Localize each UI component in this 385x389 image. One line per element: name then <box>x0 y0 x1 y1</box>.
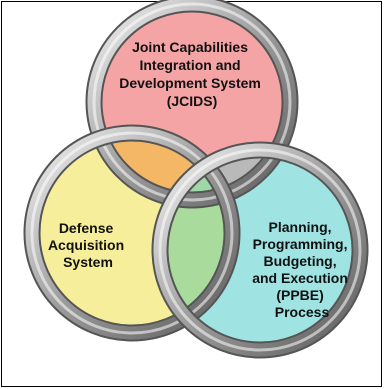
label-ppbe: Planning, Programming, Budgeting, and Ex… <box>252 219 352 320</box>
label-jcids-line: Development System <box>119 75 261 91</box>
label-jcids-line: Integration and <box>139 57 240 73</box>
label-ppbe-line: Programming, <box>253 236 348 252</box>
label-ppbe-line: Planning, <box>269 219 332 235</box>
label-jcids: Joint Capabilities Integration and Devel… <box>119 39 265 109</box>
label-ppbe-line: (PPBE) <box>276 287 323 303</box>
label-das-line: Acquisition <box>48 237 124 253</box>
label-das: Defense Acquisition System <box>48 220 128 270</box>
label-jcids-line: Joint Capabilities <box>132 39 248 55</box>
label-ppbe-line: Process <box>275 304 330 320</box>
label-jcids-line: (JCIDS) <box>167 93 218 109</box>
label-ppbe-line: and Execution <box>252 270 348 286</box>
ring-outlines <box>23 0 369 359</box>
label-ppbe-line: Budgeting, <box>264 253 337 269</box>
label-das-line: Defense <box>59 220 114 236</box>
label-das-line: System <box>63 254 113 270</box>
